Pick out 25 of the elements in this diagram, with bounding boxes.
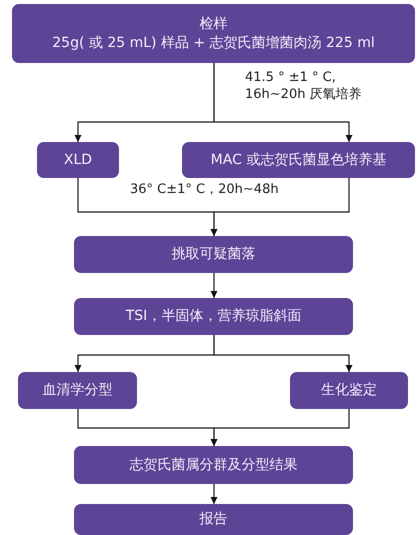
process-box bbox=[74, 236, 353, 273]
arrow bbox=[213, 63, 352, 142]
process-box bbox=[18, 372, 137, 409]
process-box bbox=[74, 446, 353, 484]
process-box bbox=[74, 298, 353, 335]
arrow bbox=[210, 273, 218, 298]
box-text: 挑取可疑菌落 bbox=[172, 245, 256, 264]
box-heading: 检样 bbox=[200, 15, 228, 34]
box-text: 报告 bbox=[200, 510, 228, 529]
process-box bbox=[74, 504, 353, 535]
arrow bbox=[210, 484, 218, 504]
process-box bbox=[182, 142, 415, 178]
process-box bbox=[37, 142, 119, 178]
arrow bbox=[213, 335, 352, 372]
box-text: XLD bbox=[64, 150, 92, 170]
process-box bbox=[12, 4, 415, 63]
arrow bbox=[210, 409, 350, 446]
box-text: TSI，半固体，营养琼脂斜面 bbox=[126, 307, 302, 326]
box-text: 志贺氏菌属分群及分型结果 bbox=[130, 456, 298, 474]
box-text: MAC 或志贺氏菌显色培养基 bbox=[210, 150, 386, 170]
box-text: 生化鉴定 bbox=[321, 381, 377, 400]
box-text: 25g( 或 25 mL) 样品 + 志贺氏菌增菌肉汤 225 ml bbox=[52, 34, 375, 52]
arrow bbox=[210, 178, 350, 236]
box-text: 血清学分型 bbox=[42, 381, 112, 400]
process-box bbox=[290, 372, 408, 409]
